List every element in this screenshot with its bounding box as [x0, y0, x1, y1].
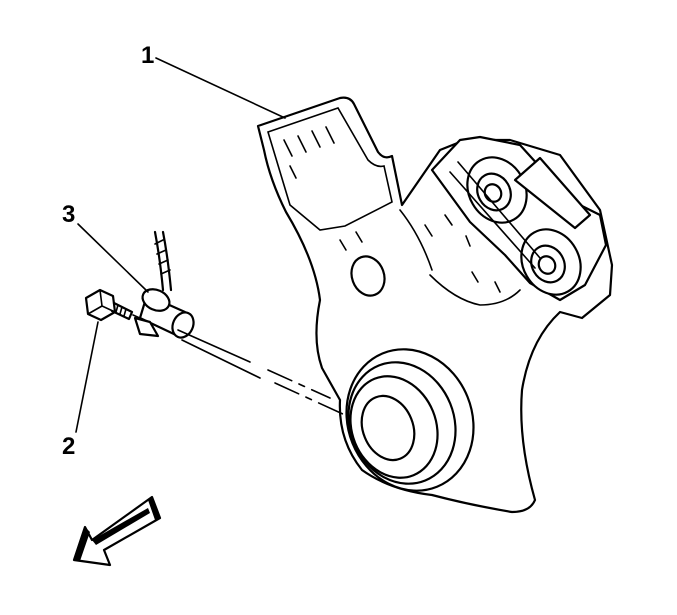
- leader-line-2: [75, 321, 99, 433]
- leader-line-3: [77, 223, 149, 293]
- callout-label-3: 3: [62, 201, 76, 228]
- callout-label-1: 1: [141, 42, 155, 69]
- leader-lines: [75, 57, 286, 433]
- sensor-part: [133, 230, 346, 416]
- leader-line-1: [155, 57, 286, 119]
- housing-part: [256, 96, 614, 514]
- front-direction-arrow-icon: [72, 495, 162, 567]
- callout-label-2: 2: [62, 433, 76, 460]
- bolt-part: [84, 288, 143, 322]
